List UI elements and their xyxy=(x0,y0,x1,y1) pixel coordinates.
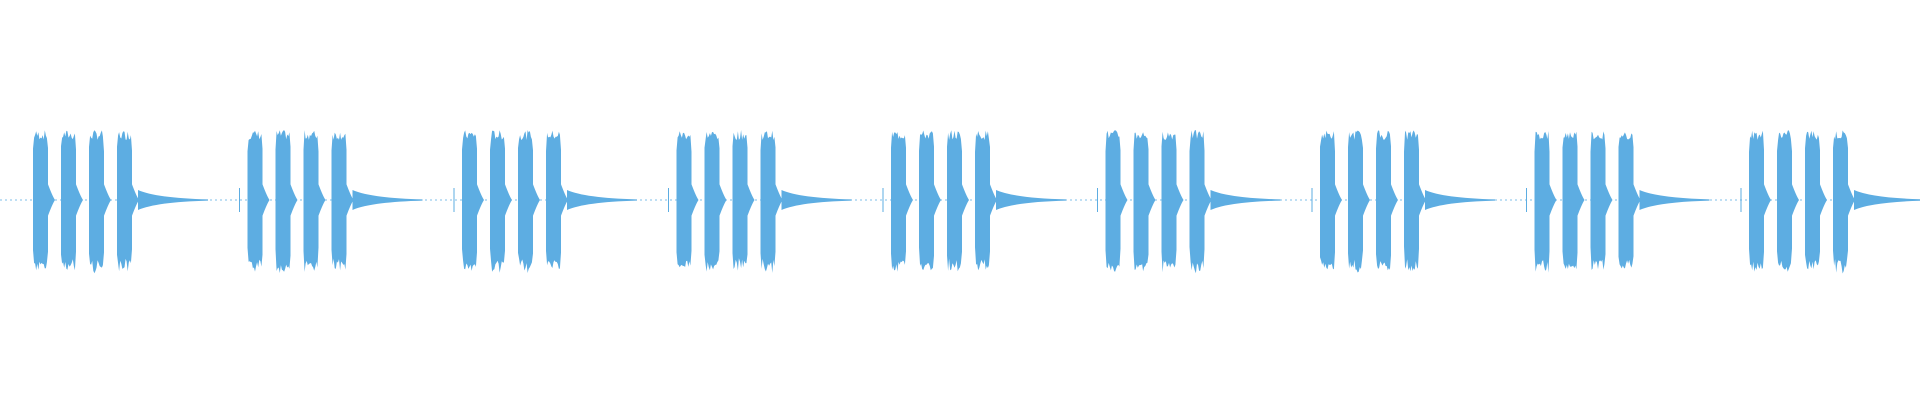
pulse-notch xyxy=(985,170,997,230)
pulse-notch xyxy=(1358,170,1370,230)
pulse-notch xyxy=(742,170,755,230)
pulse-notch xyxy=(1414,170,1426,230)
pulse-envelope xyxy=(732,130,748,271)
burst-group xyxy=(1311,130,1495,273)
pulse-notch xyxy=(1815,170,1827,230)
pulse-envelope xyxy=(89,130,104,274)
pulse-notch xyxy=(556,170,568,230)
decay-tail xyxy=(1210,190,1281,210)
pulse-notch xyxy=(714,170,727,230)
decay-tail xyxy=(352,190,423,210)
pulse-notch xyxy=(99,170,111,230)
pulse-envelope xyxy=(1320,130,1335,270)
pulse-envelope xyxy=(462,130,477,271)
burst-group xyxy=(1526,131,1710,273)
decay-tail xyxy=(567,190,637,210)
burst-group xyxy=(668,130,852,273)
pulse-notch xyxy=(1544,170,1557,230)
pulse-envelope xyxy=(490,130,505,273)
pulse-notch xyxy=(1843,170,1855,230)
burst-group xyxy=(882,130,1066,272)
pulse-notch xyxy=(1386,170,1398,230)
pulse-envelope xyxy=(975,130,990,271)
pulse-envelope xyxy=(247,130,263,272)
pulse-envelope xyxy=(33,130,48,271)
decay-tail xyxy=(138,190,208,210)
pulse-notch xyxy=(43,170,55,230)
pulse-envelope xyxy=(1805,130,1820,270)
pulse-envelope xyxy=(760,130,776,273)
pulse-notch xyxy=(1628,170,1641,230)
decay-tail xyxy=(781,190,852,210)
pulse-envelope xyxy=(303,130,319,272)
pulse-envelope xyxy=(1133,132,1149,272)
burst-group xyxy=(1740,130,1920,274)
pulse-envelope xyxy=(275,130,291,273)
pulse-notch xyxy=(1330,170,1342,230)
pulse-envelope xyxy=(1534,131,1550,273)
pulse-notch xyxy=(929,170,941,230)
burst-group xyxy=(33,130,208,274)
pulse-notch xyxy=(472,170,484,230)
pulse-notch xyxy=(127,170,139,230)
pulse-notch xyxy=(528,170,540,230)
pulse-envelope xyxy=(117,131,132,272)
pulse-notch xyxy=(957,170,969,230)
burst-group xyxy=(453,130,637,273)
pulse-envelope xyxy=(919,130,934,271)
burst-group xyxy=(1097,130,1281,274)
pulse-envelope xyxy=(546,130,561,269)
pulse-envelope xyxy=(1348,130,1363,273)
pulse-notch xyxy=(341,170,354,230)
pulse-notch xyxy=(686,170,699,230)
pulse-notch xyxy=(770,170,783,230)
pulse-notch xyxy=(1787,170,1799,230)
pulse-envelope xyxy=(676,131,692,268)
pulse-envelope xyxy=(331,132,347,271)
pulse-envelope xyxy=(704,132,720,272)
decay-tail xyxy=(1425,190,1495,210)
pulse-notch xyxy=(285,170,298,230)
pulse-envelope xyxy=(1749,130,1764,272)
pulse-envelope xyxy=(1105,130,1121,272)
pulse-envelope xyxy=(1562,131,1578,270)
pulse-envelope xyxy=(1161,131,1177,273)
decay-tail xyxy=(996,190,1066,210)
pulse-envelope xyxy=(1590,131,1606,270)
decay-tail xyxy=(1854,190,1920,210)
pulse-envelope xyxy=(61,130,76,271)
pulse-notch xyxy=(901,170,913,230)
burst-group-container xyxy=(33,130,1920,274)
pulse-notch xyxy=(1115,170,1128,230)
decay-tail xyxy=(1639,190,1710,210)
pulse-notch xyxy=(313,170,326,230)
pulse-envelope xyxy=(518,130,533,273)
pulse-notch xyxy=(1143,170,1156,230)
burst-group xyxy=(239,130,423,273)
pulse-envelope xyxy=(1777,130,1792,272)
pulse-notch xyxy=(1171,170,1184,230)
pulse-notch xyxy=(1600,170,1613,230)
pulse-notch xyxy=(71,170,83,230)
pulse-notch xyxy=(1572,170,1585,230)
pulse-notch xyxy=(1759,170,1771,230)
pulse-notch xyxy=(1199,170,1212,230)
pulse-envelope xyxy=(1189,130,1205,274)
pulse-envelope xyxy=(891,131,906,272)
pulse-envelope xyxy=(1404,130,1419,272)
pulse-notch xyxy=(257,170,270,230)
pulse-envelope xyxy=(1833,130,1848,274)
pulse-envelope xyxy=(1376,130,1391,271)
pulse-notch xyxy=(500,170,512,230)
pulse-envelope xyxy=(1618,132,1634,269)
pulse-envelope xyxy=(947,130,962,272)
